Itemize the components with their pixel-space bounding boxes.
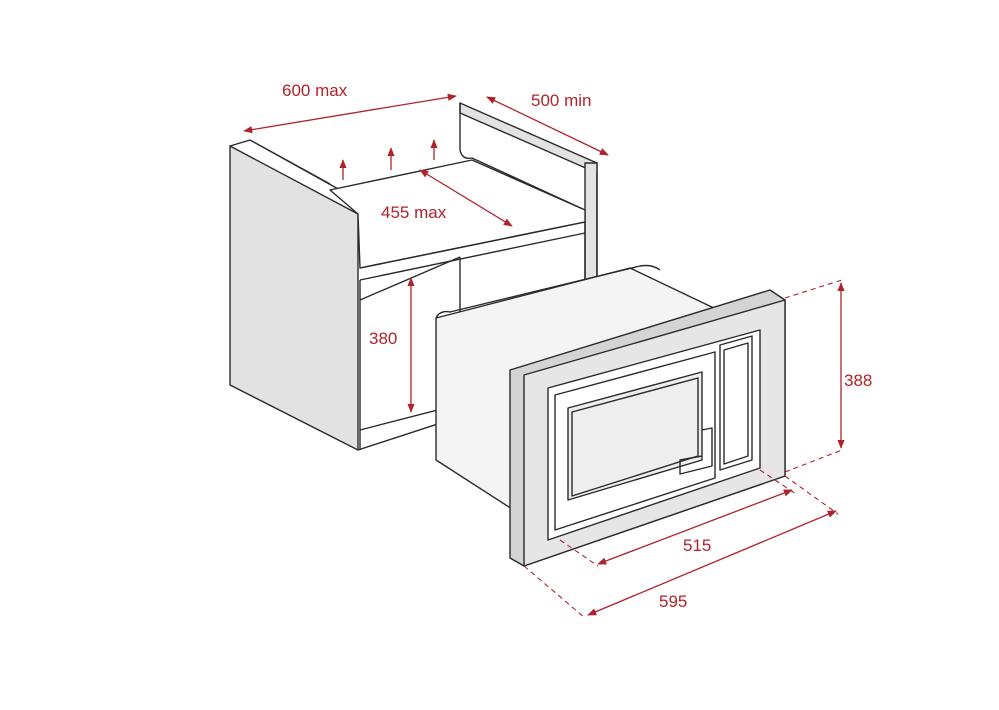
dim-line-595	[587, 510, 837, 616]
label-niche-width: 600 max	[282, 81, 348, 100]
ventilation-arrows	[339, 139, 438, 180]
label-appliance-height: 388	[844, 371, 872, 390]
label-niche-depth: 500 min	[531, 91, 591, 110]
cabinet-shelf	[329, 159, 586, 269]
label-appliance-body-width: 515	[683, 536, 711, 555]
dimension-labels: 600 max 500 min 455 max 380 388 515 595	[282, 81, 872, 611]
microwave	[435, 264, 786, 567]
label-appliance-frame-width: 595	[659, 592, 687, 611]
dim-line-455	[419, 169, 513, 227]
dim-line-600	[243, 93, 457, 134]
dim-line-500	[486, 96, 609, 156]
label-niche-height: 380	[369, 329, 397, 348]
dimension-lines	[243, 93, 845, 619]
label-shelf-depth: 455 max	[381, 203, 447, 222]
cabinet	[229, 102, 598, 451]
microwave-control-panel	[719, 335, 753, 471]
